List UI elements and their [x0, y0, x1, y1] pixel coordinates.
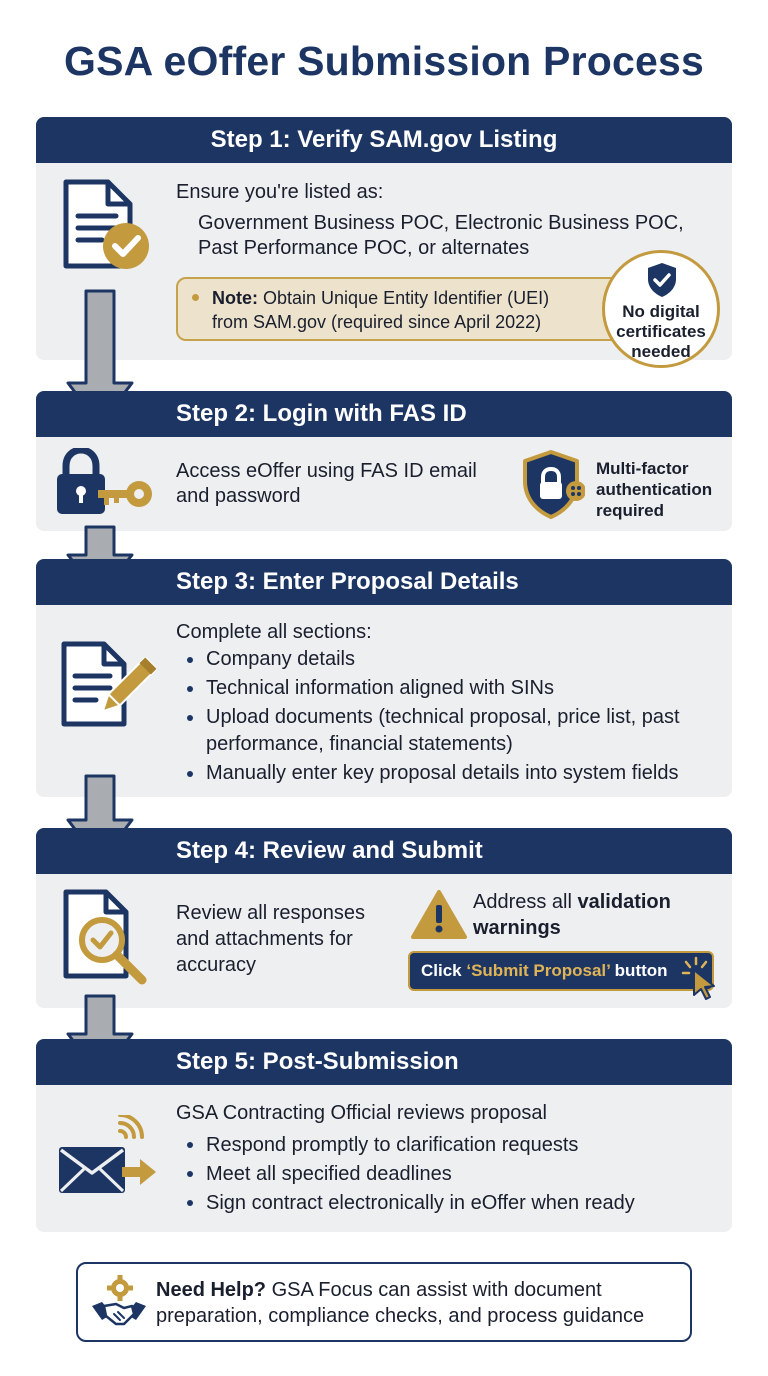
btn-highlight: ‘Submit Proposal’: [466, 961, 610, 980]
step-3-bullet-list: Company details Technical information al…: [176, 646, 726, 787]
list-item: Meet all specified deadlines: [176, 1160, 726, 1189]
submit-proposal-button[interactable]: Click ‘Submit Proposal’ button: [408, 951, 714, 991]
note-label: Note:: [212, 288, 258, 308]
document-pencil-icon: [61, 641, 156, 727]
step-4-text: Review all responses and attachments for…: [176, 900, 365, 978]
step-5-bullet-list: Respond promptly to clarification reques…: [176, 1131, 726, 1218]
btn-suffix: button: [609, 961, 668, 980]
step-1-intro: Ensure you're listed as:: [176, 181, 384, 203]
warn-bold-2: warnings: [473, 917, 561, 939]
warning-icon: [411, 890, 467, 939]
bullet-text: Upload documents (technical proposal, pr…: [206, 706, 680, 728]
list-item: Sign contract electronically in eOffer w…: [176, 1189, 726, 1218]
step-3-header: Step 3: Enter Proposal Details: [36, 559, 732, 605]
bullet-text-cont: performance, financial statements): [206, 733, 513, 755]
help-box: Need Help? GSA Focus can assist with doc…: [76, 1262, 692, 1342]
step-1-roles-line-1: Government Business POC, Electronic Busi…: [198, 212, 684, 234]
step-2-card: Step 2: Login with FAS ID: [36, 391, 732, 531]
help-line-1: GSA Focus can assist with document: [266, 1279, 602, 1301]
step-2-header: Step 2: Login with FAS ID: [36, 391, 732, 437]
help-text: Need Help? GSA Focus can assist with doc…: [156, 1277, 644, 1329]
note-text: Note: Obtain Unique Entity Identifier (U…: [212, 286, 549, 334]
step-2-text-line-2: and password: [176, 485, 301, 507]
bullet-text: Manually enter key proposal details into…: [206, 762, 679, 784]
step-4-line-1: Review all responses: [176, 902, 365, 924]
badge-line-1: No digital: [622, 302, 700, 321]
envelope-send-icon: [59, 1115, 156, 1193]
step-2-text-line-1: Access eOffer using FAS ID email: [176, 460, 477, 482]
step-5-header: Step 5: Post-Submission: [36, 1039, 732, 1085]
warn-bold-1: validation: [577, 891, 671, 913]
step-5-intro: GSA Contracting Official reviews proposa…: [176, 1102, 547, 1124]
step-4-line-2: and attachments for: [176, 928, 353, 950]
mfa-text: Multi-factor authentication required: [596, 458, 712, 521]
btn-prefix: Click: [421, 961, 467, 980]
document-check-icon: [63, 179, 149, 269]
lock-key-icon: [57, 448, 152, 514]
list-item: Respond promptly to clarification reques…: [176, 1131, 726, 1160]
bullet-text: Company details: [206, 648, 355, 670]
page-title: GSA eOffer Submission Process: [64, 38, 704, 84]
bullet-text: Technical information aligned with SINs: [206, 677, 554, 699]
list-item: Manually enter key proposal details into…: [176, 760, 726, 787]
list-item: Technical information aligned with SINs: [176, 675, 726, 702]
no-certificates-badge: No digital certificates needed: [602, 250, 720, 368]
help-line-2: preparation, compliance checks, and proc…: [156, 1305, 645, 1327]
list-item: Company details: [176, 646, 726, 673]
validation-warning-text: Address all validation warnings: [473, 889, 671, 941]
step-1-header: Step 1: Verify SAM.gov Listing: [36, 117, 732, 163]
document-search-icon: [63, 889, 147, 985]
note-line-1: Obtain Unique Entity Identifier (UEI): [263, 288, 550, 308]
step-3-card: Step 3: Enter Proposal Details: [36, 559, 732, 797]
step-4-line-3: accuracy: [176, 954, 257, 976]
mfa-line-2: authentication: [596, 480, 713, 499]
list-item: Upload documents (technical proposal, pr…: [176, 704, 726, 758]
badge-line-3: needed: [631, 342, 691, 361]
badge-line-2: certificates: [616, 322, 706, 341]
step-5-card: Step 5: Post-Submission: [36, 1039, 732, 1232]
step-4-header: Step 4: Review and Submit: [36, 828, 732, 874]
step-1-roles-line-2: Past Performance POC, or alternates: [198, 237, 530, 259]
shield-lock-icon: [523, 450, 585, 519]
warn-prefix: Address all: [473, 891, 578, 913]
uei-note: Note: Obtain Unique Entity Identifier (U…: [176, 277, 632, 341]
note-line-2: from SAM.gov (required since April 2022): [212, 312, 542, 332]
note-bullet: [192, 294, 199, 301]
handshake-gear-icon: [92, 1275, 146, 1326]
badge-text: No digital certificates needed: [605, 302, 717, 362]
cursor-click-icon: [681, 956, 715, 1000]
shield-check-icon: [648, 263, 676, 297]
help-bold: Need Help?: [156, 1279, 267, 1301]
mfa-line-3: required: [596, 501, 665, 520]
step-3-intro: Complete all sections:: [176, 621, 372, 643]
bullet-text: Sign contract electronically in eOffer w…: [206, 1192, 635, 1214]
bullet-text: Respond promptly to clarification reques…: [206, 1134, 579, 1156]
bullet-text: Meet all specified deadlines: [206, 1163, 452, 1185]
mfa-line-1: Multi-factor: [596, 459, 689, 478]
